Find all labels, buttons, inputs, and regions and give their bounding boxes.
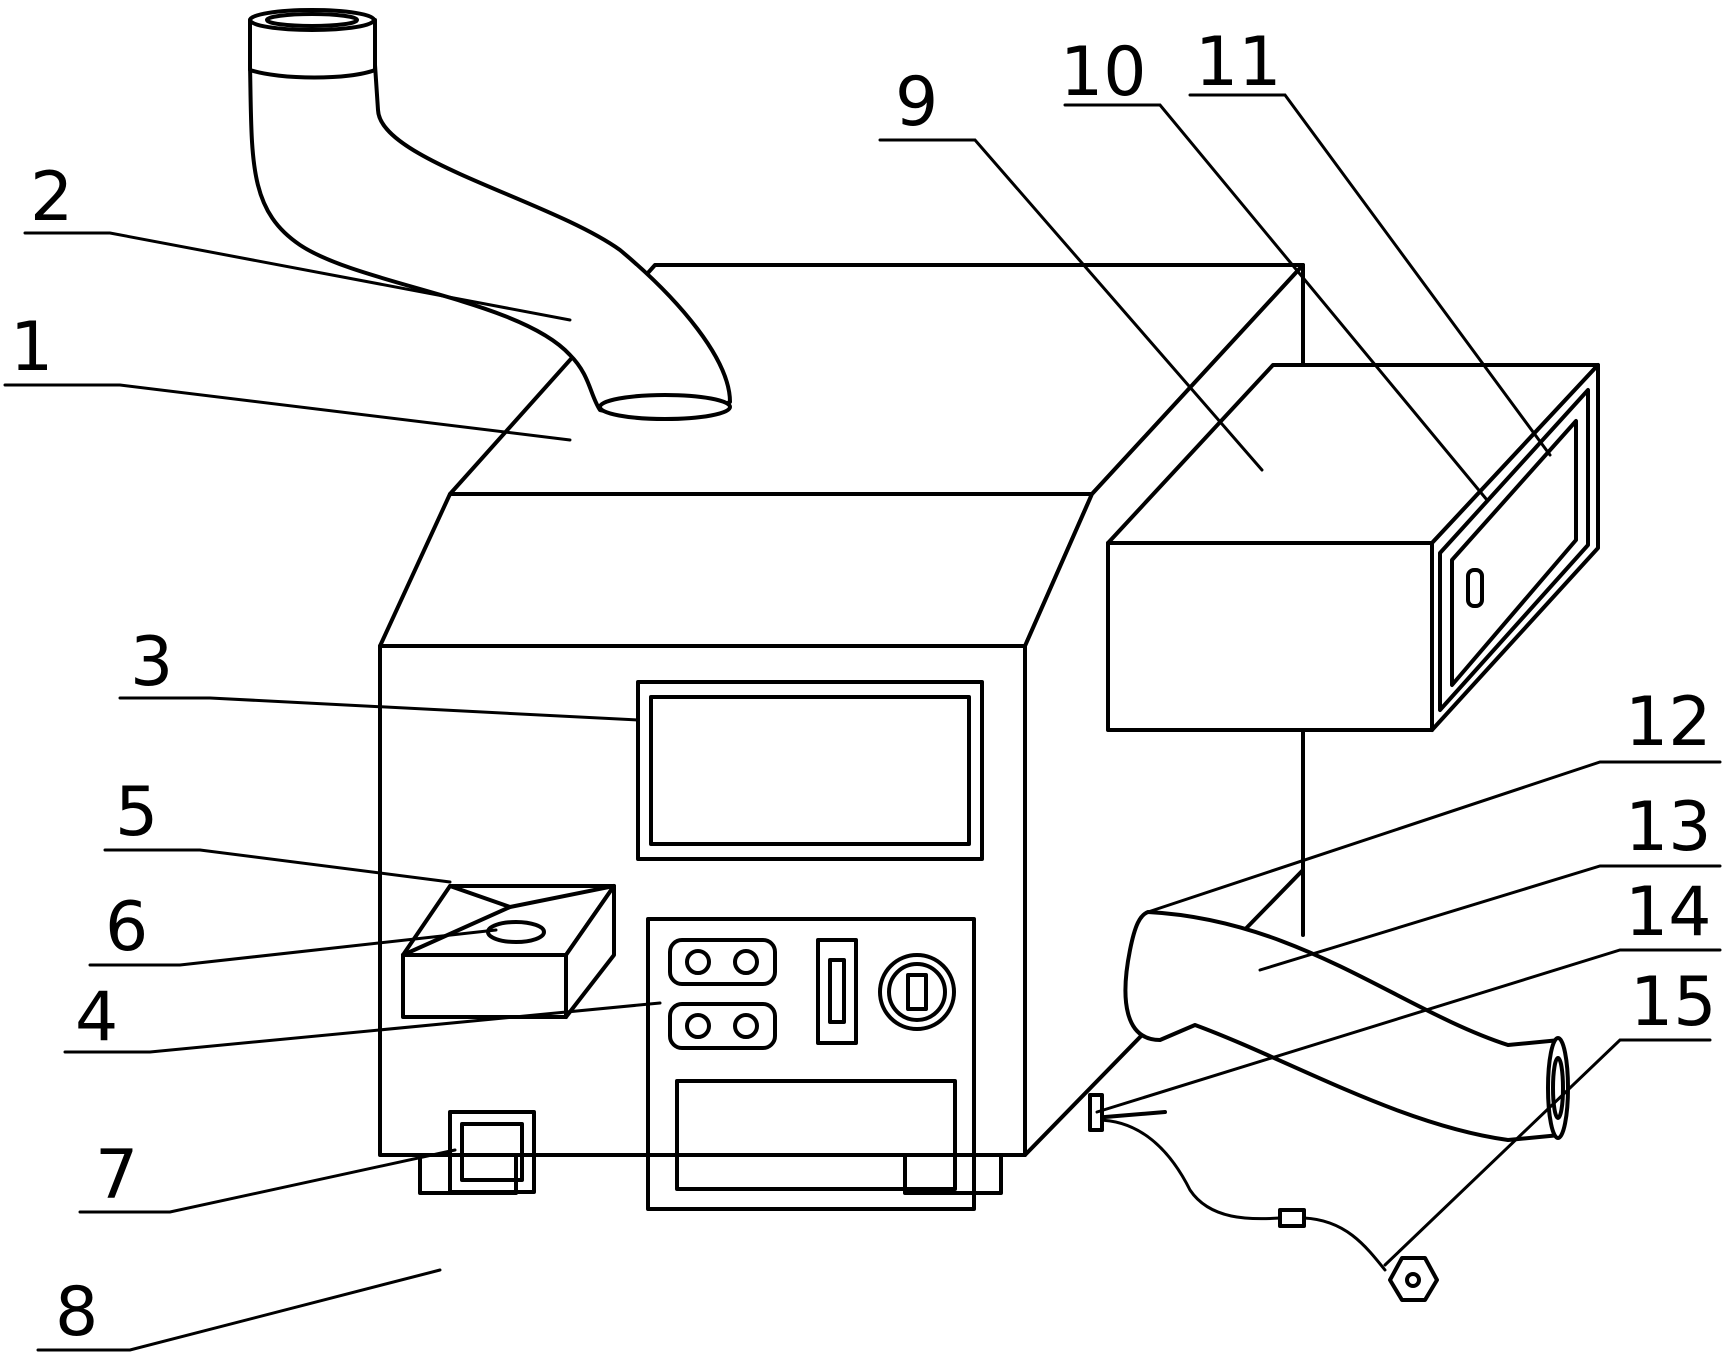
label-5: 5 <box>115 773 158 852</box>
display-screen <box>636 680 984 861</box>
outlet-pipe <box>248 8 732 421</box>
side-box <box>1106 363 1600 732</box>
label-10: 10 <box>1060 33 1147 112</box>
leader-13 <box>1258 864 1722 972</box>
leader-lines <box>3 93 1722 1352</box>
label-8: 8 <box>55 1273 98 1352</box>
leader-4 <box>63 1001 662 1054</box>
label-15: 15 <box>1630 963 1717 1042</box>
label-11: 11 <box>1195 23 1282 102</box>
leader-9 <box>878 138 1264 472</box>
label-7: 7 <box>95 1136 138 1215</box>
leader-2 <box>23 231 572 322</box>
water-tray <box>401 884 616 1019</box>
nozzle <box>1123 910 1570 1142</box>
label-2: 2 <box>30 158 73 237</box>
leader-3 <box>118 696 640 722</box>
leader-5 <box>103 848 452 884</box>
leader-8 <box>36 1268 442 1352</box>
label-4: 4 <box>75 978 118 1057</box>
label-1: 1 <box>10 308 53 387</box>
callout-labels: 1 2 3 4 5 6 7 8 9 10 11 12 13 14 15 <box>10 23 1717 1352</box>
label-14: 14 <box>1625 873 1712 952</box>
leader-1 <box>3 383 572 442</box>
label-3: 3 <box>130 623 173 702</box>
leader-10 <box>1063 103 1489 502</box>
leader-7 <box>78 1148 457 1214</box>
leader-6 <box>88 928 498 967</box>
leader-14 <box>1095 948 1722 1114</box>
label-12: 12 <box>1625 683 1712 762</box>
leader-12 <box>1146 760 1722 914</box>
label-9: 9 <box>895 63 938 142</box>
leader-11 <box>1188 93 1552 457</box>
foot-left <box>418 1153 518 1195</box>
leader-15 <box>1383 1038 1712 1267</box>
control-panel <box>646 917 976 1211</box>
label-6: 6 <box>105 888 148 967</box>
label-13: 13 <box>1625 788 1712 867</box>
power-cable <box>1088 1093 1439 1302</box>
